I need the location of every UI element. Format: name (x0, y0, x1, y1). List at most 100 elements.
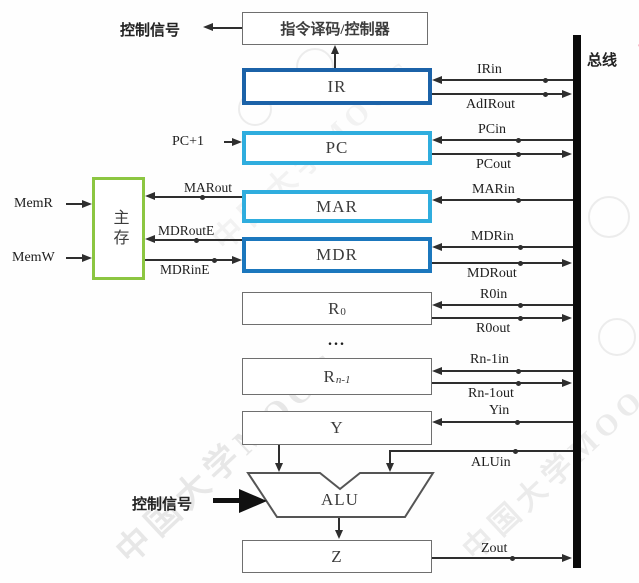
adirout-label: AdIRout (466, 97, 515, 112)
marout-junction-dot (200, 195, 205, 200)
main-memory-box: 主存 (92, 177, 145, 280)
adirout-arrowhead (562, 90, 572, 98)
mdroute-arrowhead (145, 235, 155, 243)
memr-arrowhead (82, 200, 92, 208)
zout-arrowhead (562, 554, 572, 562)
marin-arrowhead (432, 196, 442, 204)
irin-arrowhead (432, 76, 442, 84)
memw-label: MemW (12, 250, 55, 265)
r0out-junction-dot (518, 316, 523, 321)
r0in-junction-dot (518, 303, 523, 308)
aluin-junction-dot (513, 449, 518, 454)
memr-label: MemR (14, 196, 53, 211)
main-memory-label: 主存 (110, 208, 128, 249)
yin-arrowhead (432, 418, 442, 426)
mdrout-line (432, 262, 563, 264)
rn1out-junction-dot (516, 381, 521, 386)
r0out-arrowhead (562, 314, 572, 322)
control-signal-label-top: 控制信号 (120, 23, 181, 39)
ir-to-decoder-arrowhead (331, 45, 339, 54)
marin-line (437, 199, 573, 201)
mdroute-junction-dot (194, 238, 199, 243)
control-signal-line (212, 27, 242, 29)
alu-control-arrowhead (239, 489, 267, 513)
pc-plus-1-arrowhead (232, 138, 242, 146)
irin-junction-dot (543, 78, 548, 83)
z-register-box: Z (242, 540, 432, 573)
rn1-subscript: n-1 (335, 374, 351, 386)
zout-junction-dot (510, 556, 515, 561)
yin-label: Yin (489, 403, 510, 418)
pc-plus-1-line (224, 141, 236, 143)
mdrine-line (145, 259, 234, 261)
control-signal-arrowhead (203, 23, 213, 31)
ir-to-decoder-line (334, 53, 336, 68)
rn1out-line (432, 382, 563, 384)
pcout-arrowhead (562, 150, 572, 158)
adirout-junction-dot (543, 92, 548, 97)
marin-label: MARin (472, 182, 515, 197)
pcout-label: PCout (476, 157, 512, 172)
rn1in-junction-dot (516, 369, 521, 374)
mdrin-arrowhead (432, 243, 442, 251)
r0-subscript: 0 (340, 306, 346, 318)
yin-junction-dot (515, 420, 520, 425)
ir-register-box: IR (242, 68, 432, 105)
memw-line (66, 257, 84, 259)
bus-to-alu-line (389, 450, 391, 464)
marin-junction-dot (516, 198, 521, 203)
alu-control-arrow-shaft (213, 498, 241, 503)
alu-trapezoid (246, 472, 435, 518)
zout-line (432, 557, 563, 559)
adirout-line (432, 93, 563, 95)
control-signal-label-alu: 控制信号 (132, 497, 193, 513)
system-bus-bar (573, 35, 581, 568)
rn1out-arrowhead (562, 379, 572, 387)
rn1out-label: Rn-1out (468, 386, 514, 401)
memr-line (66, 203, 84, 205)
mdrine-label: MDRinE (160, 262, 210, 277)
marout-label: MARout (184, 180, 233, 195)
aluin-line (390, 450, 573, 452)
alu-to-z-arrowhead (335, 530, 343, 539)
pcout-junction-dot (516, 152, 521, 157)
instruction-decoder-controller-box: 指令译码/控制器 (242, 12, 428, 45)
mdrout-arrowhead (562, 259, 572, 267)
marout-line (154, 196, 242, 198)
mdrine-junction-dot (212, 258, 217, 263)
mdrine-arrowhead (232, 256, 242, 264)
y-register-box: Y (242, 411, 432, 445)
zout-label: Zout (481, 541, 508, 556)
memw-arrowhead (82, 254, 92, 262)
mdroute-label: MDRoutE (158, 223, 215, 238)
rn1in-line (437, 370, 573, 372)
bus-label: 总线 (587, 53, 618, 69)
rn1-label: R (323, 366, 336, 386)
corner-pink-mark (613, 0, 639, 54)
alu-to-z-line (338, 517, 340, 531)
pcin-junction-dot (516, 138, 521, 143)
watermark-circle (588, 196, 630, 238)
r0out-line (432, 317, 563, 319)
aluin-label: ALUin (471, 455, 511, 470)
mdr-register-box: MDR (242, 237, 432, 273)
r0out-label: R0out (476, 321, 511, 336)
pc-plus-1-label: PC+1 (172, 134, 205, 149)
watermark-circle (598, 318, 636, 356)
pc-register-box: PC (242, 131, 432, 165)
marout-arrowhead (145, 192, 155, 200)
y-to-alu-line (278, 445, 280, 464)
alu-label: ALU (321, 490, 359, 509)
mdrin-line (437, 246, 573, 248)
alu-shape (240, 466, 440, 522)
y-to-alu-arrowhead (275, 463, 283, 472)
rn1in-label: Rn-1in (470, 352, 509, 367)
mdrout-label: MDRout (467, 266, 517, 281)
pcin-arrowhead (432, 136, 442, 144)
mdrin-label: MDRin (471, 229, 514, 244)
pcin-label: PCin (478, 122, 507, 137)
rn1in-arrowhead (432, 367, 442, 375)
